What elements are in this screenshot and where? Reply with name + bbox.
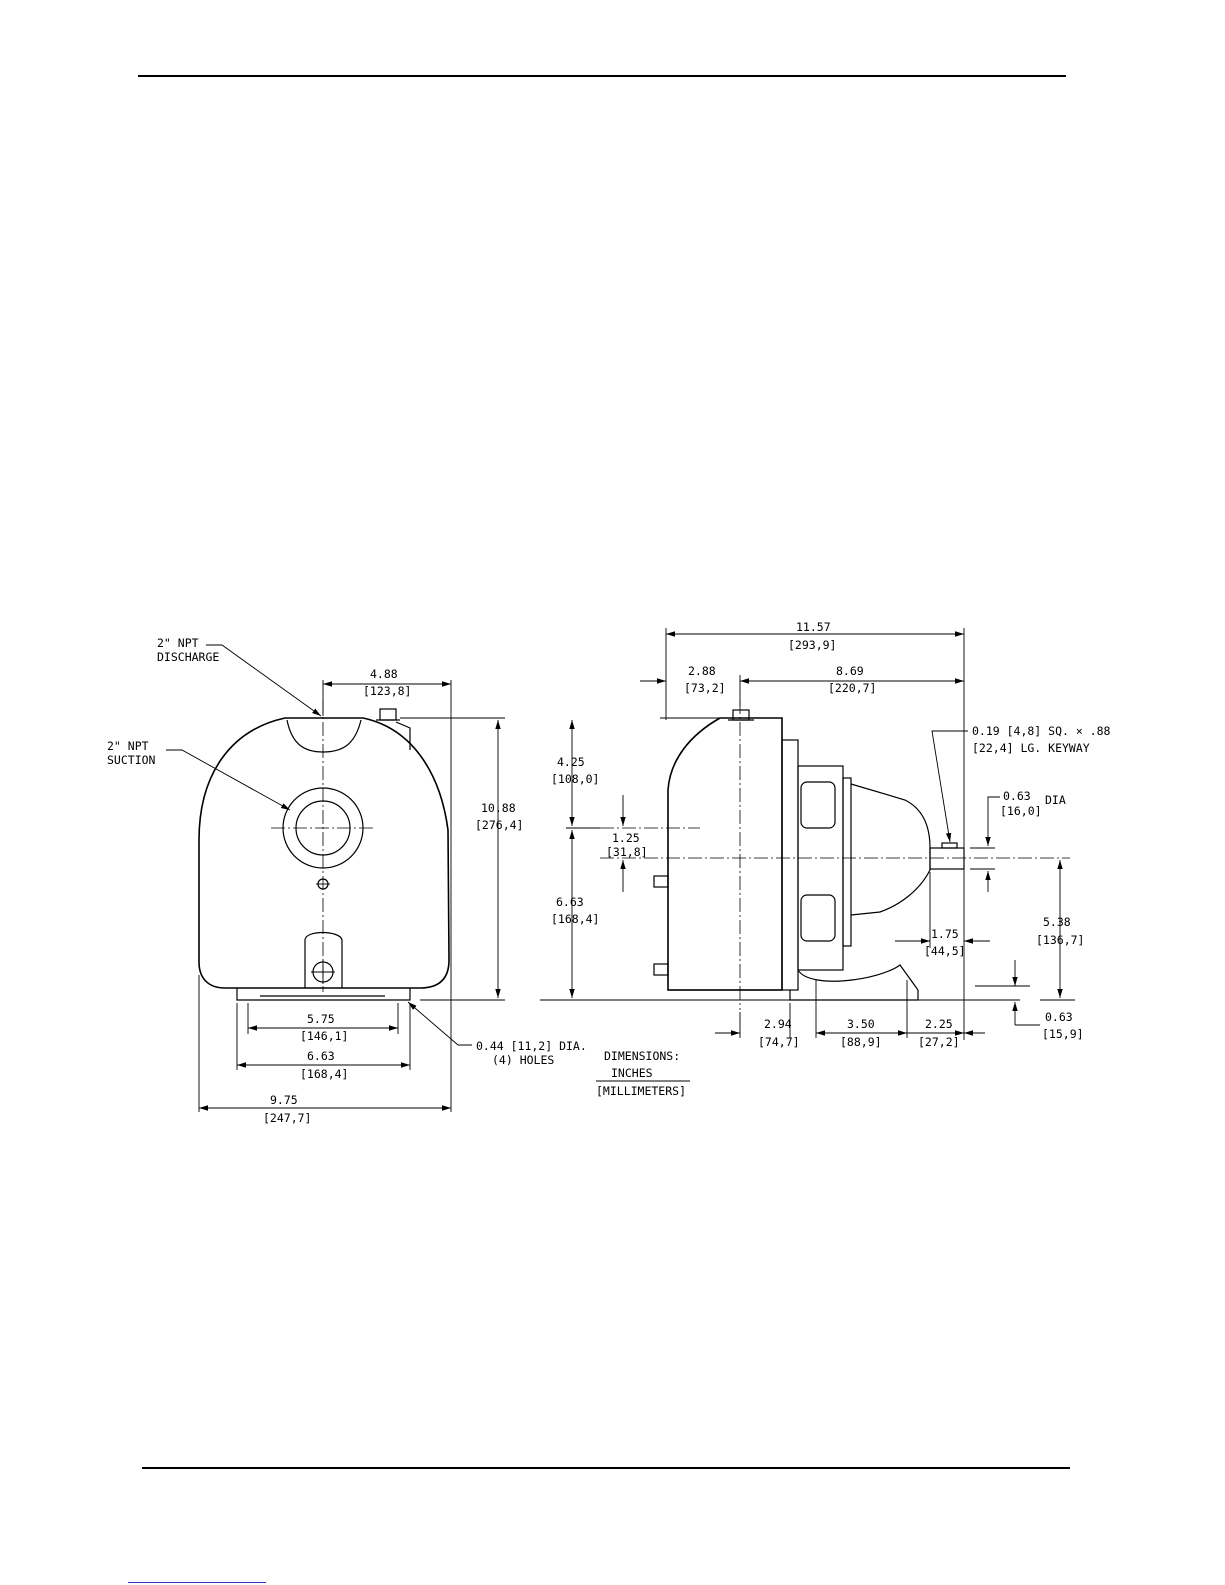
dim-9-75-mm: [247,7]: [263, 1111, 311, 1125]
dim-2-88-in: 2.88: [688, 664, 716, 678]
dim-9-75-in: 9.75: [270, 1093, 298, 1107]
dim-0-63-bottom-mm: [15,9]: [1042, 1027, 1084, 1041]
dim-2-25-in: 2.25: [925, 1017, 953, 1031]
dim-3-50-mm: [88,9]: [840, 1035, 882, 1049]
dim-10-88-in: 10.88: [481, 801, 516, 815]
dim-6-63-height-in: 6.63: [556, 895, 584, 909]
bottom-rule: [142, 1467, 1070, 1469]
dim-2-94-in: 2.94: [764, 1017, 792, 1031]
dim-0-63-bottom-in: 0.63: [1045, 1010, 1073, 1024]
dim-1-75-mm: [44,5]: [924, 944, 966, 958]
top-rule: [138, 75, 1066, 77]
side-view-dimensions: [540, 628, 1075, 1040]
dim-5-75-in: 5.75: [307, 1012, 335, 1026]
dim-2-88-mm: [73,2]: [684, 681, 726, 695]
legend-title: DIMENSIONS:: [604, 1049, 680, 1063]
front-view-dimensions: [166, 644, 505, 1112]
side-view: [600, 700, 1070, 1010]
legend-inches: INCHES: [611, 1066, 653, 1080]
dim-11-57-in: 11.57: [796, 620, 831, 634]
keyway-label-line2: [22,4] LG. KEYWAY: [972, 741, 1090, 755]
dim-2-94-mm: [74,7]: [758, 1035, 800, 1049]
dim-6-63-base-in: 6.63: [307, 1049, 335, 1063]
discharge-label-line2: DISCHARGE: [157, 650, 219, 664]
dim-4-88-in: 4.88: [370, 667, 398, 681]
dim-5-75-mm: [146,1]: [300, 1029, 348, 1043]
dim-8-69-mm: [220,7]: [828, 681, 876, 695]
suction-label-line2: SUCTION: [107, 753, 156, 767]
dim-6-63-height-mm: [168,4]: [551, 912, 599, 926]
footer-link[interactable]: [128, 1582, 266, 1583]
legend-millimeters: [MILLIMETERS]: [596, 1084, 686, 1098]
holes-label-line1: 0.44 [11,2] DIA.: [476, 1039, 587, 1053]
dim-2-25-mm: [27,2]: [918, 1035, 960, 1049]
dim-5-38-in: 5.38: [1043, 915, 1071, 929]
dim-10-88-mm: [276,4]: [475, 818, 523, 832]
dim-4-25-in: 4.25: [557, 755, 585, 769]
shaft-dia-mm: [16,0]: [1000, 804, 1042, 818]
dim-6-63-base-mm: [168,4]: [300, 1067, 348, 1081]
keyway-label-line1: 0.19 [4,8] SQ. × .88: [972, 724, 1111, 738]
dim-5-38-mm: [136,7]: [1036, 933, 1084, 947]
dim-1-75-in: 1.75: [931, 927, 959, 941]
dim-1-25-mm: [31,8]: [606, 845, 648, 859]
suction-label-line1: 2" NPT: [107, 739, 149, 753]
shaft-dia-suffix: DIA: [1045, 793, 1066, 807]
units-legend: DIMENSIONS: INCHES [MILLIMETERS]: [596, 1049, 690, 1098]
dimension-labels: 4.88 [123,8] 10.88 [276,4] 5.75 [146,1] …: [263, 620, 1084, 1125]
callout-labels: 2" NPT DISCHARGE 2" NPT SUCTION 0.44 [11…: [107, 636, 1111, 1067]
dim-11-57-mm: [293,9]: [788, 638, 836, 652]
shaft-dia-in: 0.63: [1003, 789, 1031, 803]
discharge-label-line1: 2" NPT: [157, 636, 199, 650]
dim-4-88-mm: [123,8]: [363, 684, 411, 698]
dim-4-25-mm: [108,0]: [551, 772, 599, 786]
dim-3-50-in: 3.50: [847, 1017, 875, 1031]
front-view: [198, 700, 450, 1001]
dim-1-25-in: 1.25: [612, 831, 640, 845]
dim-8-69-in: 8.69: [836, 664, 864, 678]
holes-label-line2: (4) HOLES: [492, 1053, 554, 1067]
